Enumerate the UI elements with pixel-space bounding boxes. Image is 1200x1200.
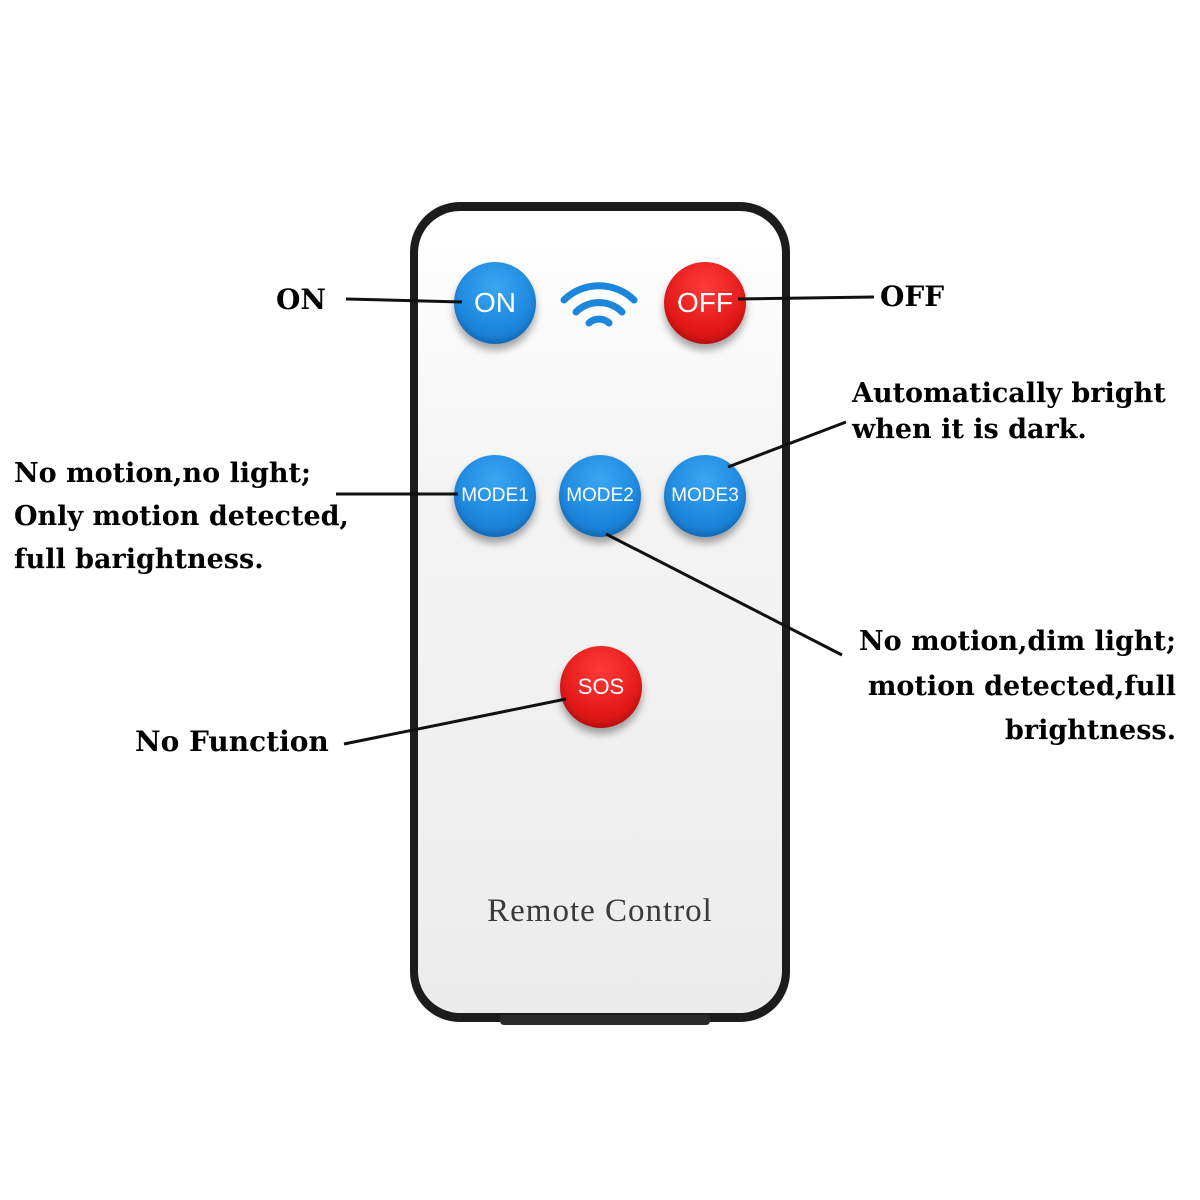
remote-battery-tab: [500, 1015, 710, 1025]
sos-button[interactable]: SOS: [560, 646, 642, 728]
sos-button-label: SOS: [577, 674, 625, 699]
off-button[interactable]: OFF: [664, 262, 746, 344]
sos-callout-line: [343, 697, 567, 746]
on-annotation: ON: [276, 283, 326, 316]
mode2-button[interactable]: MODE2: [559, 455, 641, 537]
mode3-callout-line: [727, 420, 847, 469]
off-button-label: OFF: [677, 287, 733, 318]
mode3-button-label: MODE3: [671, 485, 739, 506]
mode3-annotation: Automatically bright when it is dark.: [852, 378, 1166, 446]
on-button[interactable]: ON: [454, 262, 536, 344]
on-callout-line: [345, 297, 463, 304]
mode2-callout-line: [605, 532, 843, 657]
mode1-button[interactable]: MODE1: [454, 455, 536, 537]
mode3-button[interactable]: MODE3: [664, 455, 746, 537]
sos-annotation: No Function: [135, 725, 329, 758]
mode2-annotation: No motion,dim light; motion detected,ful…: [859, 626, 1176, 747]
remote-body: [410, 202, 790, 1022]
off-callout-line: [737, 295, 875, 301]
remote-face: [418, 211, 782, 1013]
mode2-button-label: MODE2: [566, 485, 634, 506]
off-annotation: OFF: [880, 280, 945, 313]
mode1-annotation: No motion,no light; Only motion detected…: [14, 458, 349, 576]
mode1-button-label: MODE1: [461, 485, 529, 506]
on-button-label: ON: [474, 287, 516, 318]
remote-title: Remote Control: [487, 893, 713, 929]
wifi-icon: [560, 282, 638, 327]
